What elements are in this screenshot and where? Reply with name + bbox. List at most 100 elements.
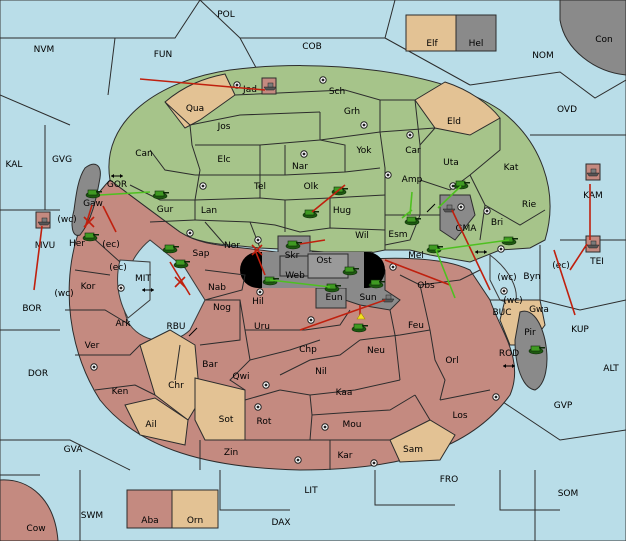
region-sot[interactable]: [194, 377, 246, 441]
land-label-orl[interactable]: Orl: [445, 356, 458, 366]
region-sam[interactable]: [389, 419, 456, 463]
sea-label-bor[interactable]: BOR: [22, 304, 41, 314]
sea-label-mvu[interactable]: MVU: [35, 241, 56, 251]
land-label-gaw[interactable]: Gaw: [83, 199, 103, 209]
sea-label-dor[interactable]: DOR: [28, 369, 48, 379]
sea-label-alt[interactable]: ALT: [603, 364, 619, 374]
ost-box[interactable]: [307, 253, 349, 279]
land-label-pir[interactable]: Pir: [524, 328, 536, 338]
land-label-kor[interactable]: Kor: [81, 282, 96, 292]
sea-label-kup[interactable]: KUP: [571, 325, 589, 335]
land-label-jad[interactable]: Jad: [242, 85, 257, 95]
sea-label-kal[interactable]: KAL: [6, 160, 23, 170]
land-label-uru[interactable]: Uru: [254, 322, 270, 332]
region-gaw-rock[interactable]: [71, 163, 101, 236]
sea-label-dax[interactable]: DAX: [271, 518, 290, 528]
army-unit-icon[interactable]: [426, 244, 443, 254]
land-label-amp[interactable]: Amp: [402, 175, 423, 185]
land-label-sun[interactable]: Sun: [359, 293, 376, 303]
army-unit-icon[interactable]: [82, 232, 99, 242]
sea-label-rod[interactable]: ROD: [499, 349, 519, 359]
army-unit-icon[interactable]: [162, 244, 179, 254]
land-label-elc[interactable]: Elc: [217, 155, 230, 165]
sea-label-buc[interactable]: BUC: [492, 308, 511, 318]
land-label-yok[interactable]: Yok: [355, 146, 372, 156]
army-unit-icon[interactable]: [368, 279, 385, 289]
land-label-zin[interactable]: Zin: [224, 448, 238, 458]
sea-label-gvg[interactable]: GVG: [52, 155, 72, 165]
land-label-nar[interactable]: Nar: [292, 162, 308, 172]
land-label-nil[interactable]: Nil: [315, 367, 327, 377]
army-unit-icon[interactable]: [152, 190, 169, 200]
fleet-unit-icon[interactable]: [263, 82, 277, 91]
sea-label-lit[interactable]: LIT: [304, 486, 318, 496]
land-label-qwi[interactable]: Qwi: [233, 372, 250, 382]
army-unit-icon[interactable]: [404, 216, 421, 226]
land-label-bri[interactable]: Bri: [491, 218, 503, 228]
sea-label-cob[interactable]: COB: [302, 42, 322, 52]
land-label-feu[interactable]: Feu: [408, 321, 424, 331]
land-label-nor[interactable]: Nor: [224, 241, 240, 251]
land-label-can[interactable]: Can: [135, 149, 153, 159]
land-label-gwa[interactable]: Gwa: [529, 305, 549, 315]
land-label-mel[interactable]: Mel: [408, 251, 424, 261]
sea-label-pol[interactable]: POL: [217, 10, 235, 20]
sea-label-nvm[interactable]: NVM: [34, 45, 55, 55]
land-label-qua[interactable]: Qua: [186, 104, 204, 114]
sea-label-kam[interactable]: KAM: [583, 191, 603, 201]
fleet-unit-icon[interactable]: [586, 240, 600, 249]
sea-label-som[interactable]: SOM: [558, 489, 579, 499]
sea-label-fun[interactable]: FUN: [154, 50, 173, 60]
army-unit-icon[interactable]: [285, 240, 302, 250]
land-label-ail[interactable]: Ail: [145, 420, 156, 430]
land-label-mou[interactable]: Mou: [343, 420, 362, 430]
army-unit-icon[interactable]: [302, 209, 319, 219]
land-label-chr[interactable]: Chr: [168, 381, 184, 391]
land-label-los[interactable]: Los: [452, 411, 467, 421]
land-label-hug[interactable]: Hug: [333, 206, 351, 216]
land-label-eld[interactable]: Eld: [447, 117, 461, 127]
land-label-lan[interactable]: Lan: [201, 206, 217, 216]
fleet-unit-icon[interactable]: [37, 217, 51, 226]
sea-label-tei[interactable]: TEI: [589, 257, 604, 267]
land-label-sch[interactable]: Sch: [329, 87, 345, 97]
land-label-bar[interactable]: Bar: [202, 360, 218, 370]
land-label-nab[interactable]: Nab: [208, 283, 226, 293]
sea-label-nom[interactable]: NOM: [532, 51, 554, 61]
land-label-uta[interactable]: Uta: [443, 158, 459, 168]
land-label-sap[interactable]: Sap: [193, 249, 210, 259]
land-label-gur[interactable]: Gur: [157, 205, 174, 215]
sea-label-gor[interactable]: GOR: [107, 180, 127, 190]
land-label-kaa[interactable]: Kaa: [336, 388, 353, 398]
fleet-unit-icon[interactable]: [381, 294, 395, 303]
land-label-esm[interactable]: Esm: [388, 230, 407, 240]
land-label-ark[interactable]: Ark: [115, 319, 131, 329]
land-label-skr[interactable]: Skr: [285, 251, 300, 261]
land-label-gma[interactable]: GMA: [456, 224, 478, 234]
army-unit-icon[interactable]: [85, 189, 102, 199]
land-label-kar[interactable]: Kar: [338, 451, 353, 461]
land-label-ost[interactable]: Ost: [316, 256, 332, 266]
land-label-car[interactable]: Car: [405, 146, 421, 156]
land-label-nog[interactable]: Nog: [213, 303, 231, 313]
land-label-kat[interactable]: Kat: [504, 163, 519, 173]
sea-label-con[interactable]: Con: [595, 35, 613, 45]
sea-label-ovd[interactable]: OVD: [557, 105, 577, 115]
land-label-grh[interactable]: Grh: [344, 107, 360, 117]
land-label-jos[interactable]: Jos: [217, 122, 231, 132]
fleet-unit-icon[interactable]: [586, 168, 600, 177]
army-unit-icon[interactable]: [351, 323, 368, 333]
inner-sea-mit[interactable]: [117, 259, 151, 319]
land-label-ken[interactable]: Ken: [112, 387, 129, 397]
land-label-eun[interactable]: Eun: [325, 293, 342, 303]
inner-sea-bri[interactable]: [489, 253, 517, 306]
land-label-olk[interactable]: Olk: [304, 182, 320, 192]
land-label-wil[interactable]: Wil: [355, 231, 369, 241]
sea-label-mit[interactable]: MIT: [135, 274, 151, 284]
land-label-byn[interactable]: Byn: [523, 272, 540, 282]
land-label-rie[interactable]: Rie: [522, 200, 537, 210]
sea-label-rbu[interactable]: RBU: [166, 322, 185, 332]
sea-label-swm[interactable]: SWM: [81, 511, 103, 521]
land-label-hil[interactable]: Hil: [252, 297, 264, 307]
sea-label-fro[interactable]: FRO: [440, 475, 459, 485]
